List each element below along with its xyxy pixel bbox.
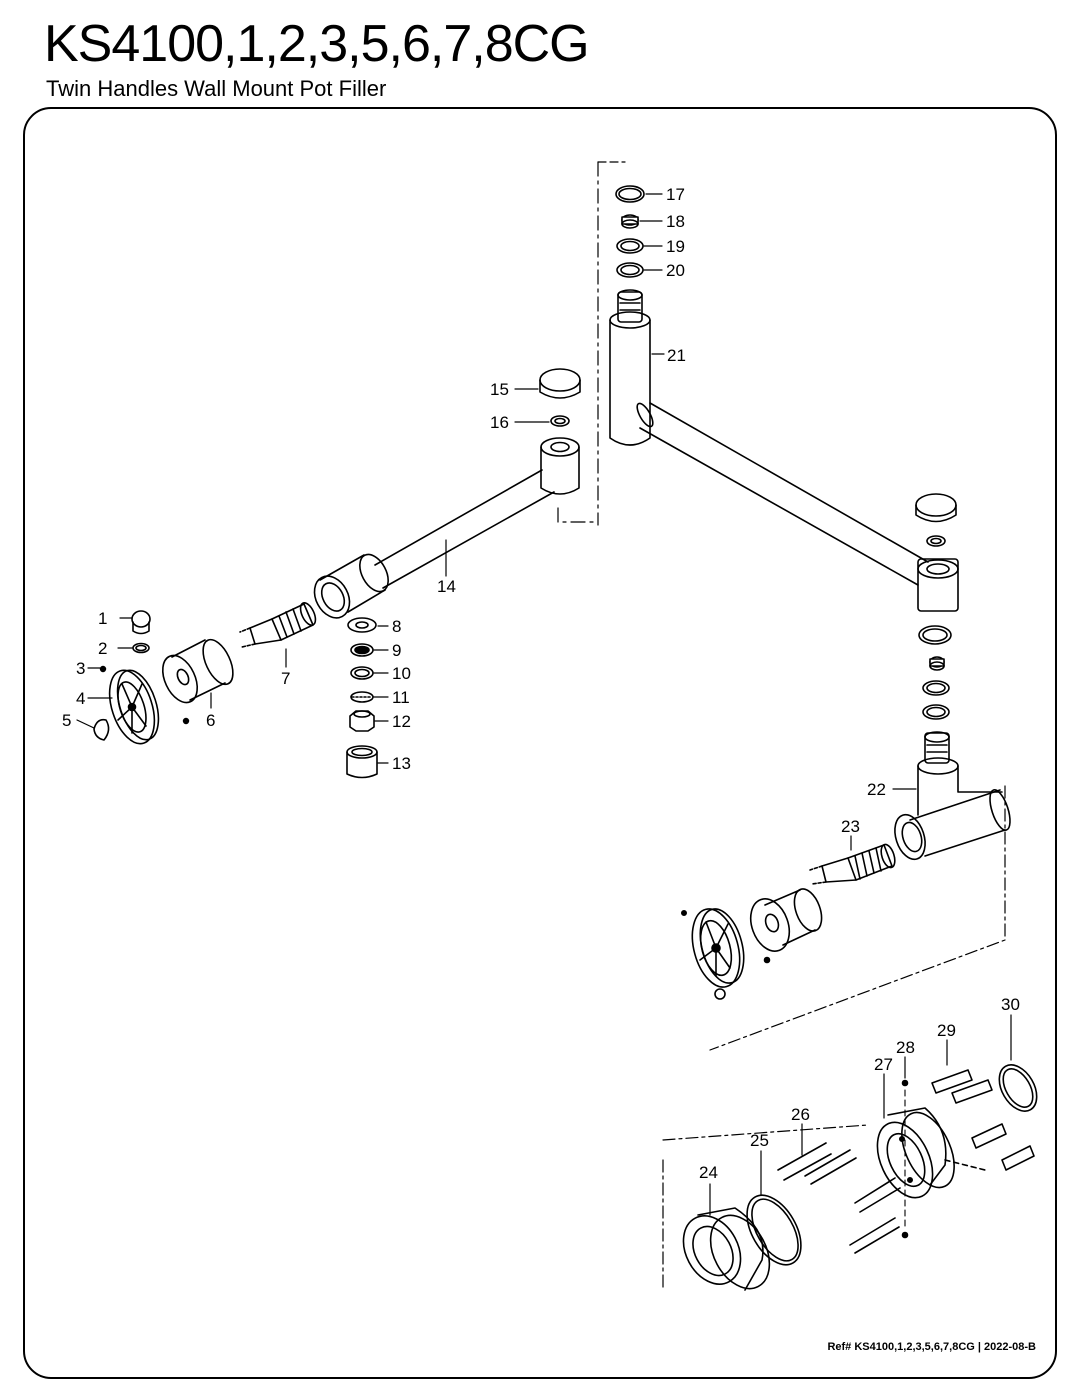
o-ring-30: [998, 1064, 1038, 1112]
cap-15: [539, 368, 581, 392]
part-label-29: 29: [937, 1021, 956, 1040]
part-label-11: 11: [392, 688, 410, 707]
set-screw-3: [99, 665, 107, 673]
elbow-right: [917, 558, 959, 612]
part-label-30: 30: [1001, 995, 1020, 1014]
handle-wheel-right: [680, 908, 771, 1000]
elbow-left: [540, 446, 580, 495]
o-ring-17: [615, 185, 645, 203]
page-subtitle: Twin Handles Wall Mount Pot Filler: [46, 76, 387, 101]
part-label-17: 17: [666, 185, 685, 204]
mounting-plate-27: [876, 1107, 955, 1199]
index-button-5: [93, 718, 110, 741]
part-label-21: 21: [667, 346, 686, 365]
part-label-8: 8: [392, 617, 401, 636]
part-label-27: 27: [874, 1055, 893, 1074]
part-label-28: 28: [896, 1038, 915, 1057]
reference-number: Ref# KS4100,1,2,3,5,6,7,8CG | 2022-08-B: [827, 1341, 1036, 1353]
washer-19: [616, 238, 644, 254]
part-label-24: 24: [699, 1163, 718, 1182]
part-label-7: 7: [281, 669, 290, 688]
part-label-14: 14: [437, 577, 456, 596]
cap-right: [915, 493, 957, 517]
part-label-13: 13: [392, 754, 411, 773]
washer-16: [550, 415, 570, 427]
nut-12: [349, 710, 375, 732]
cartridge-23: [809, 843, 896, 885]
part-label-15: 15: [490, 380, 509, 399]
washer-10: [350, 666, 374, 680]
sleeve-6: [161, 638, 234, 704]
part-label-10: 10: [392, 664, 411, 683]
part-label-9: 9: [392, 641, 401, 660]
arm-14: [374, 469, 555, 589]
part-label-25: 25: [750, 1131, 769, 1150]
button-1: [131, 610, 151, 635]
part-label-20: 20: [666, 261, 685, 280]
anchors-29: [931, 1069, 1035, 1171]
handle-wheel-4: [108, 669, 160, 745]
aerator-13: [346, 745, 378, 779]
washer-8: [347, 617, 377, 633]
part-label-12: 12: [392, 712, 411, 731]
page-title: KS4100,1,2,3,5,6,7,8CG: [44, 15, 590, 73]
screws-26: [777, 1142, 901, 1254]
swivel-connector: [617, 291, 643, 323]
part-label-22: 22: [867, 780, 886, 799]
tee-body-22: [917, 765, 1003, 816]
valve-body-left: [313, 553, 389, 619]
cartridge-7: [239, 602, 317, 648]
part-label-4: 4: [76, 689, 85, 708]
set-screw-28: [901, 1079, 909, 1087]
swivel-body-21: [609, 319, 651, 446]
part-label-5: 5: [62, 711, 71, 730]
centerline-upper: [557, 161, 599, 526]
part-label-19: 19: [666, 237, 685, 256]
part-label-18: 18: [666, 212, 685, 231]
washer-20: [616, 262, 644, 278]
part-label-3: 3: [76, 659, 85, 678]
part-label-23: 23: [841, 817, 860, 836]
escutcheon-24: [682, 1207, 771, 1291]
spacer-11: [350, 691, 374, 703]
o-ring-25: [746, 1194, 802, 1266]
sleeve-right: [749, 888, 823, 952]
part-label-6: 6: [206, 711, 215, 730]
washer-9: [350, 643, 374, 657]
part-label-16: 16: [490, 413, 509, 432]
diagram-frame: [23, 107, 1057, 1379]
part-label-1: 1: [98, 609, 107, 628]
part-label-26: 26: [791, 1105, 810, 1124]
part-label-2: 2: [98, 639, 107, 658]
o-ring-2: [132, 642, 150, 654]
arm-upper: [639, 402, 929, 586]
